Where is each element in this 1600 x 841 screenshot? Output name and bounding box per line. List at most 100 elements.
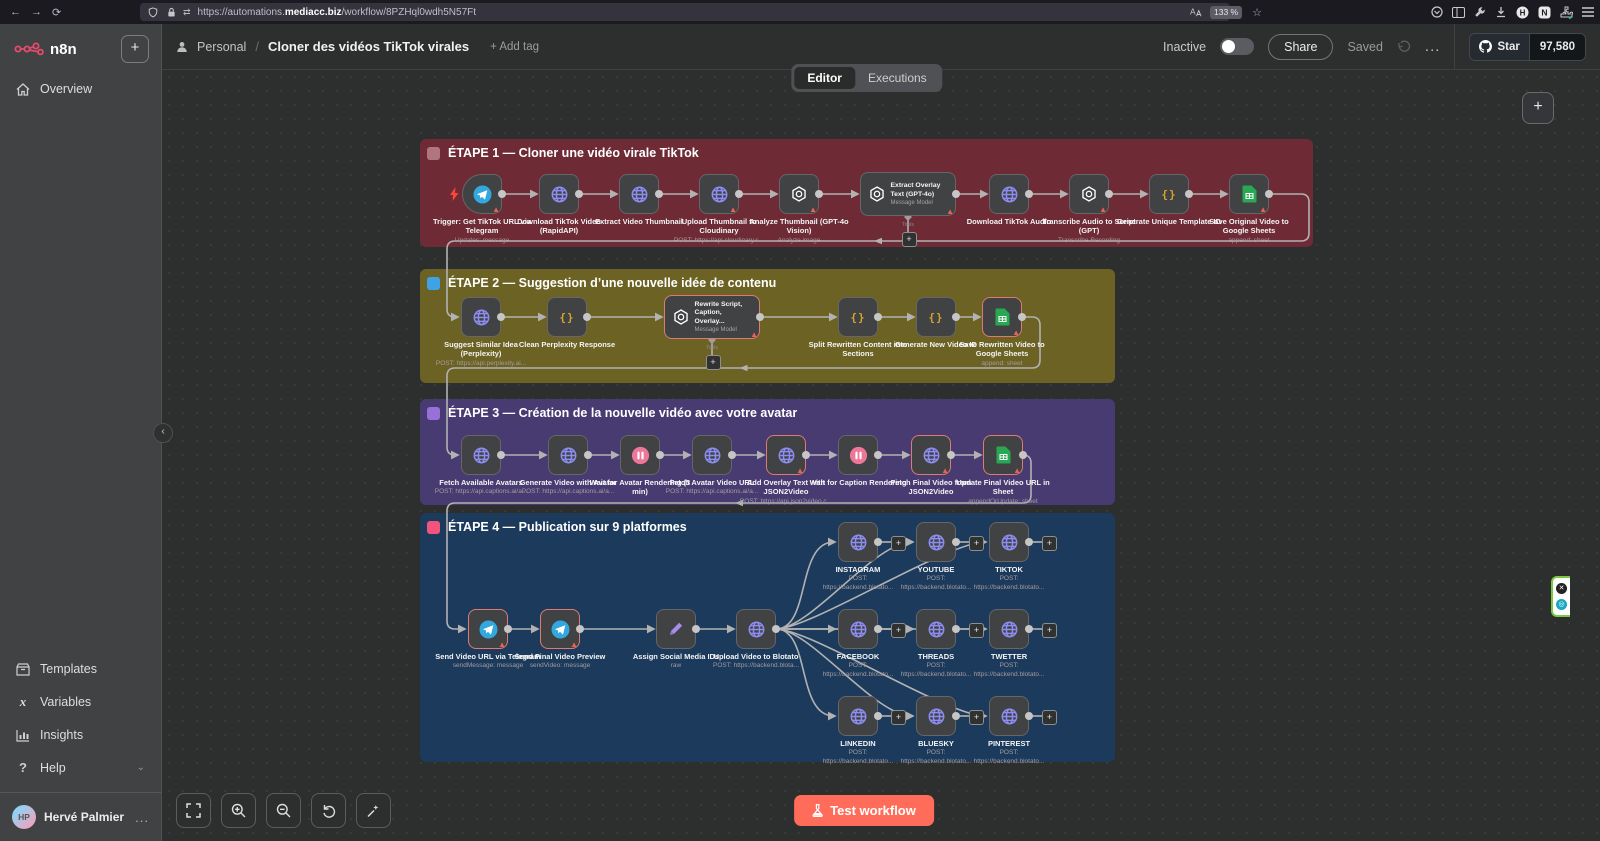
workflow-title[interactable]: Cloner des vidéos TikTok virales (267, 39, 470, 54)
node-add-overlay-text-with-json2video[interactable]: ▲ (766, 435, 810, 475)
download-icon[interactable] (1495, 6, 1507, 18)
output-connector[interactable] (756, 313, 764, 321)
node-extract-video-thumbnail[interactable] (619, 174, 663, 214)
sidebar-toggle-icon[interactable] (1452, 6, 1465, 18)
node-download-tiktok-audio[interactable] (989, 174, 1033, 214)
output-connector[interactable] (1018, 313, 1026, 321)
sidebar-item-variables[interactable]: x Variables (0, 685, 161, 719)
sidebar-item-overview[interactable]: Overview (0, 73, 161, 105)
node-generate-video-with-avatar[interactable] (548, 435, 592, 475)
output-connector[interactable] (1105, 190, 1113, 198)
node-threads[interactable] (916, 609, 960, 649)
output-connector[interactable] (1025, 190, 1033, 198)
add-node-button[interactable]: + (969, 622, 984, 638)
add-node-panel-button[interactable]: + (1522, 92, 1554, 124)
output-connector[interactable] (802, 451, 810, 459)
extensions-puzzle-icon[interactable] (1560, 6, 1573, 19)
breadcrumb-project[interactable]: Personal (197, 39, 247, 54)
output-connector[interactable] (498, 190, 506, 198)
output-connector[interactable] (576, 625, 584, 633)
menu-hamburger-icon[interactable] (1582, 7, 1594, 17)
node-update-final-video-url-in-sheet[interactable]: ▲ (983, 435, 1027, 475)
node-upload-video-to-blotato[interactable] (736, 609, 780, 649)
user-menu[interactable]: HP Hervé Palmier ... (0, 793, 161, 841)
node-trigger-get-tiktok-url-via-telegram[interactable]: ▲ (462, 174, 506, 214)
output-connector[interactable] (874, 538, 882, 546)
zoom-to-fit-button[interactable] (176, 793, 211, 828)
add-node-button[interactable]: + (1042, 622, 1057, 638)
sidebar-item-help[interactable]: ? Help ⌄ (0, 751, 161, 784)
node-fetch-final-video-from-json2video[interactable]: ▲ (911, 435, 955, 475)
node-clean-perplexity-response[interactable]: {} (547, 297, 591, 337)
output-connector[interactable] (1019, 451, 1027, 459)
output-connector[interactable] (772, 625, 780, 633)
output-connector[interactable] (584, 451, 592, 459)
history-icon[interactable] (1397, 40, 1411, 54)
node-extract-overlay-text-gpt-4o[interactable]: Extract Overlay Text (GPT-4o)Message Mod… (860, 172, 960, 216)
output-connector[interactable] (575, 190, 583, 198)
sidebar-item-templates[interactable]: Templates (0, 653, 161, 685)
output-connector[interactable] (656, 451, 664, 459)
user-more-icon[interactable]: ... (135, 809, 149, 825)
output-connector[interactable] (952, 190, 960, 198)
node-suggest-similar-idea-perplexity[interactable] (461, 297, 505, 337)
output-connector[interactable] (692, 625, 700, 633)
output-connector[interactable] (1025, 712, 1033, 720)
add-node-button[interactable]: + (1042, 709, 1057, 725)
browser-extension-overlay[interactable]: ✕ ◎ (1551, 576, 1570, 617)
tracking-toggle-icon[interactable]: ⇄ (183, 6, 191, 17)
output-connector[interactable] (952, 538, 960, 546)
output-connector[interactable] (1025, 538, 1033, 546)
test-workflow-button[interactable]: Test workflow (794, 795, 934, 826)
pocket-icon[interactable] (1431, 6, 1443, 18)
add-node-button[interactable]: + (1042, 535, 1057, 551)
output-connector[interactable] (874, 625, 882, 633)
node-linkedin[interactable] (838, 696, 882, 736)
node-save-rewritten-video-to-google-sheets[interactable]: ▲ (982, 297, 1026, 337)
output-connector[interactable] (952, 712, 960, 720)
output-connector[interactable] (504, 625, 512, 633)
add-tag-button[interactable]: + Add tag (490, 40, 539, 53)
node-send-final-video-preview[interactable]: ▲ (540, 609, 584, 649)
node-download-tiktok-video-rapidapi[interactable] (539, 174, 583, 214)
node-generate-new-video-id[interactable]: {} (916, 297, 960, 337)
output-connector[interactable] (952, 625, 960, 633)
n-extension-icon[interactable]: N (1538, 6, 1551, 19)
output-connector[interactable] (874, 712, 882, 720)
reload-icon[interactable]: ⟳ (52, 6, 62, 19)
output-connector[interactable] (735, 190, 743, 198)
share-button[interactable]: Share (1268, 33, 1334, 60)
extension-record-icon[interactable]: ◎ (1556, 599, 1567, 610)
output-connector[interactable] (497, 451, 505, 459)
output-connector[interactable] (497, 313, 505, 321)
node-split-rewritten-content-into-sections[interactable]: {} (838, 297, 882, 337)
output-connector[interactable] (815, 190, 823, 198)
reset-zoom-button[interactable] (311, 793, 346, 828)
node-wait-for-avatar-rendering-3-min[interactable] (620, 435, 664, 475)
sidebar-item-insights[interactable]: Insights (0, 719, 161, 751)
zoom-in-button[interactable] (221, 793, 256, 828)
output-connector[interactable] (952, 313, 960, 321)
add-node-button[interactable]: + (891, 535, 906, 551)
tidy-up-button[interactable] (356, 793, 391, 828)
node-wait-for-caption-rendering[interactable] (838, 435, 882, 475)
back-icon[interactable]: ← (10, 6, 21, 18)
node-youtube[interactable] (916, 522, 960, 562)
output-connector[interactable] (874, 313, 882, 321)
node-analyze-thumbnail-gpt-4o-vision[interactable]: ▲ (779, 174, 823, 214)
node-pinterest[interactable] (989, 696, 1033, 736)
output-connector[interactable] (1025, 625, 1033, 633)
output-connector[interactable] (655, 190, 663, 198)
zoom-out-button[interactable] (266, 793, 301, 828)
output-connector[interactable] (947, 451, 955, 459)
node-instagram[interactable] (838, 522, 882, 562)
tab-editor[interactable]: Editor (794, 67, 855, 89)
node-assign-social-media-ids[interactable] (656, 609, 700, 649)
add-node-button[interactable]: + (891, 709, 906, 725)
active-toggle[interactable] (1220, 38, 1255, 55)
translate-icon[interactable]: A (1189, 6, 1202, 18)
add-node-button[interactable]: + (969, 709, 984, 725)
add-node-button[interactable]: + (891, 622, 906, 638)
github-star-widget[interactable]: Star 97,580 (1469, 32, 1586, 61)
node-twetter[interactable] (989, 609, 1033, 649)
